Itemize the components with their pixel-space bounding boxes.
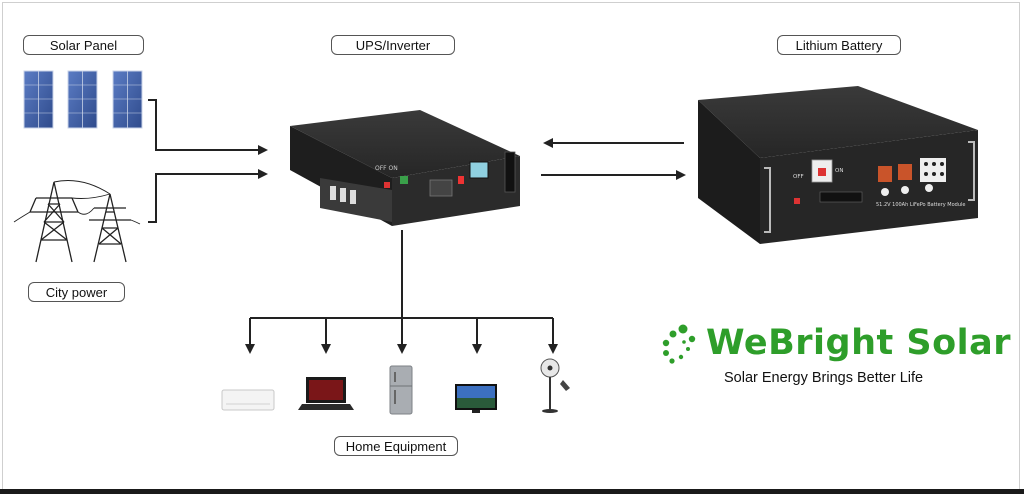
ups-inverter-device: OFF ON: [290, 110, 520, 226]
battery-off-label: OFF: [793, 174, 804, 180]
inverter-panel-text: OFF ON: [375, 165, 398, 172]
lithium-battery-label: Lithium Battery: [777, 35, 901, 55]
battery-module-label: 51.2V 100Ah LiFePo Battery Module: [876, 202, 965, 208]
solar-panel-icon: [23, 70, 143, 129]
bottom-border: [0, 489, 1024, 494]
lithium-battery-device: OFF ON 51.2V 100Ah LiFePo Battery Module: [698, 86, 978, 244]
power-tower-icon: [13, 180, 141, 263]
solar-panel-label: Solar Panel: [23, 35, 144, 55]
air-conditioner-icon: [221, 389, 275, 411]
laptop-icon: [298, 377, 354, 410]
inverter-to-equipment-arrows: [245, 230, 558, 354]
refrigerator-icon: [389, 365, 413, 415]
brand-name: WeBright Solar: [706, 323, 1012, 363]
battery-on-label: ON: [835, 168, 843, 174]
home-equipment-label: Home Equipment: [334, 436, 458, 456]
television-icon: [455, 384, 497, 413]
ups-inverter-label: UPS/Inverter: [331, 35, 455, 55]
solar-to-inverter-arrow: [148, 99, 268, 155]
electric-fan-icon: [540, 358, 570, 413]
brand-logo-icon: [662, 324, 696, 364]
city-to-inverter-arrow: [148, 169, 268, 223]
city-power-label: City power: [28, 282, 125, 302]
brand-tagline: Solar Energy Brings Better Life: [724, 370, 924, 386]
